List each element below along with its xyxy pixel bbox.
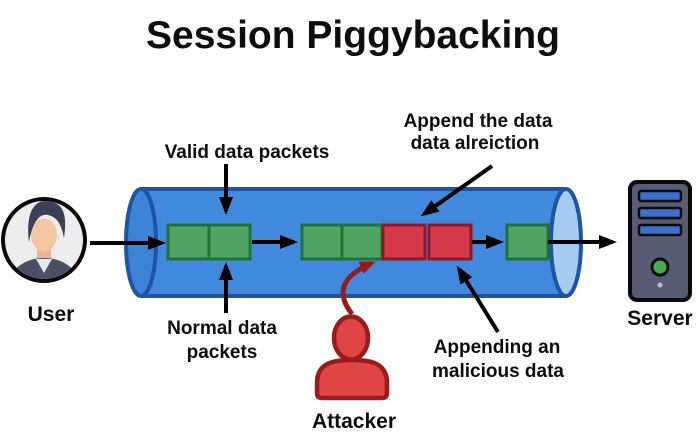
server-label: Server: [627, 307, 692, 330]
user-label: User: [28, 303, 75, 326]
attacker-head: [331, 314, 371, 362]
attacker-label: Attacker: [312, 410, 396, 433]
avatar-face: [31, 218, 57, 252]
arrow-append-label: [420, 164, 494, 217]
avatar-shirt: [6, 258, 82, 279]
avatar-hair: [28, 201, 66, 242]
server-tower: [628, 180, 692, 302]
append-data-label-line1: Append the data: [404, 111, 553, 132]
normal-packets-label-line2: packets: [187, 342, 258, 363]
server-power-button: [650, 257, 670, 277]
arrow-appending-label: [456, 265, 500, 334]
packet-valid: [207, 223, 252, 261]
valid-packets-label: Valid data packets: [165, 142, 330, 163]
packet-malicious: [381, 223, 427, 261]
attacker-injection-arrow: [340, 260, 376, 316]
avatar-collar: [36, 259, 52, 273]
server-slot-2: [637, 206, 683, 220]
packet-malicious: [427, 223, 473, 261]
packet-valid: [505, 223, 550, 261]
appending-malicious-label-line2: malicious data: [432, 361, 564, 382]
appending-malicious-label-line1: Appending an: [434, 337, 561, 358]
packet-valid: [166, 223, 211, 261]
server-slot-1: [637, 189, 683, 203]
user-avatar: [1, 197, 87, 283]
normal-packets-label-line1: Normal data: [167, 318, 277, 339]
packet-stream: [166, 223, 550, 261]
page-title: Session Piggybacking: [146, 14, 560, 57]
append-data-label-line2: data alreiction: [411, 133, 540, 154]
packet-valid: [300, 223, 344, 261]
attacker-body: [314, 357, 390, 401]
packet-valid: [340, 223, 384, 261]
server-slot-3: [637, 223, 683, 237]
server-led-dot: [657, 282, 663, 288]
attacker-figure: [314, 314, 390, 401]
